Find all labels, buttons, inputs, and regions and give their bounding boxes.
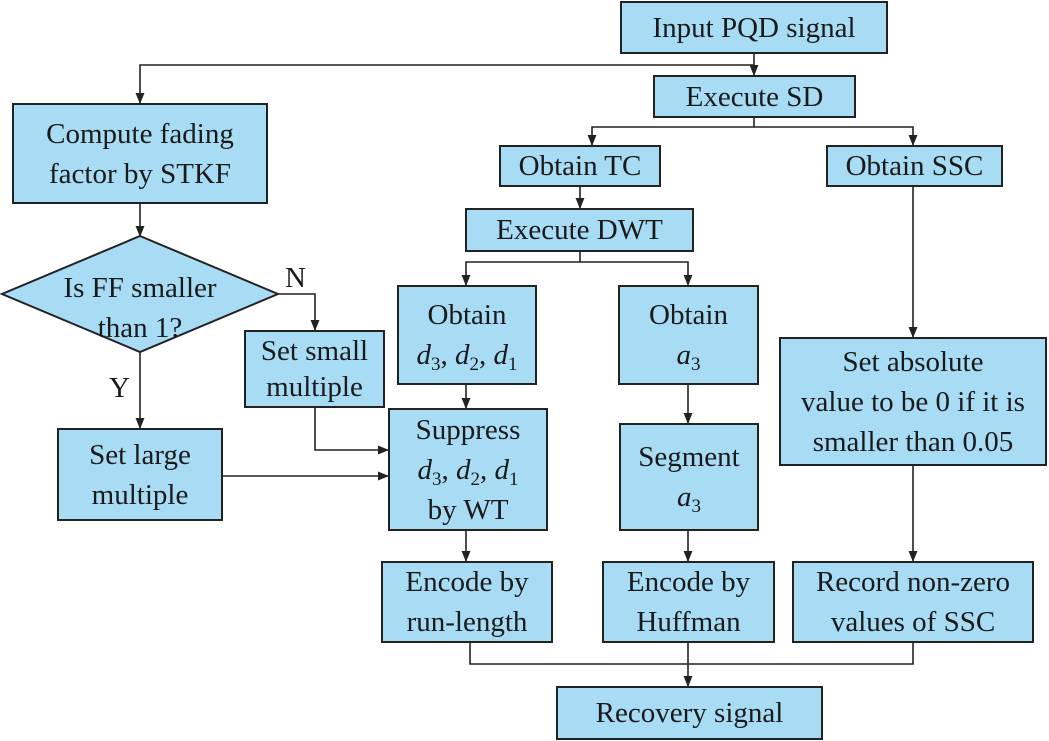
- encode-runlength-line-2: run-length: [406, 606, 528, 638]
- recovery-label: Recovery signal: [595, 697, 784, 729]
- edge-small-suppress: [314, 408, 390, 455]
- suppress-by: by WT: [427, 493, 509, 526]
- obtain-tc-box: Obtain TC: [499, 145, 661, 187]
- encode-huffman-line-2: Huffman: [636, 606, 741, 638]
- execute-sd-box: Execute SD: [653, 75, 856, 118]
- segment-word: Segment: [638, 441, 740, 473]
- obtain-tc-label: Obtain TC: [518, 150, 642, 182]
- set-small-line-1: Set small: [260, 335, 369, 367]
- encode-huffman-line-1: Encode by: [626, 566, 751, 598]
- obtain-d-word: Obtain: [427, 299, 507, 331]
- obtain-d-coeffs: d3, d2, d1: [416, 339, 518, 375]
- obtain-ssc-label: Obtain SSC: [845, 150, 984, 182]
- yes-label: Y: [109, 372, 130, 404]
- set-large-line-2: multiple: [91, 478, 189, 511]
- recovery-box: Recovery signal: [556, 686, 823, 740]
- record-line-1: Record non-zero: [815, 566, 1011, 598]
- set-absolute-line-2: value to be 0 if it is: [801, 385, 1025, 418]
- decision-diamond: [0, 234, 281, 354]
- segment-coeff: a3: [677, 481, 701, 517]
- set-absolute-box: Set absolute value to be 0 if it is smal…: [779, 337, 1047, 466]
- record-box: Record non-zero values of SSC: [792, 561, 1034, 643]
- edge-sd-split: [587, 118, 755, 147]
- set-small-box: Set small multiple: [244, 330, 385, 408]
- compute-fading-box: Compute fading factor by STKF: [12, 103, 268, 204]
- edge-decision-small: [278, 293, 320, 332]
- record-line-2: values of SSC: [830, 606, 996, 638]
- segment-box: Segment a3: [619, 423, 759, 531]
- edge-dwt-a: [580, 261, 693, 287]
- input-label: Input PQD signal: [652, 11, 856, 44]
- edge-sd-ssc: [754, 126, 918, 147]
- set-large-box: Set large multiple: [57, 428, 223, 521]
- no-label: N: [285, 262, 306, 294]
- obtain-a-word: Obtain: [649, 299, 728, 331]
- encode-huffman-box: Encode by Huffman: [602, 561, 775, 643]
- decision-text: Is FF smaller than 1?: [30, 268, 250, 348]
- edge-input-fading: [135, 64, 754, 105]
- suppress-coeffs: d3, d2, d1: [417, 453, 519, 490]
- obtain-a-coeff: a3: [676, 339, 701, 375]
- obtain-a-box: Obtain a3: [618, 285, 759, 385]
- decision-line-2: than 1?: [97, 312, 183, 344]
- execute-dwt-label: Execute DWT: [496, 214, 663, 246]
- edge-merge: [469, 643, 914, 665]
- suppress-word: Suppress: [415, 413, 521, 446]
- edge-dwt-d: [461, 252, 581, 287]
- obtain-ssc-box: Obtain SSC: [826, 145, 1003, 187]
- set-absolute-line-1: Set absolute: [842, 345, 984, 378]
- set-small-line-2: multiple: [266, 371, 363, 403]
- set-large-line-1: Set large: [89, 438, 191, 471]
- compute-fading-line-2: factor by STKF: [48, 157, 232, 190]
- compute-fading-line-1: Compute fading: [46, 117, 234, 150]
- input-box: Input PQD signal: [620, 1, 888, 54]
- obtain-d-box: Obtain d3, d2, d1: [397, 285, 537, 385]
- encode-runlength-line-1: Encode by: [405, 566, 529, 598]
- execute-dwt-box: Execute DWT: [465, 208, 694, 252]
- execute-sd-label: Execute SD: [685, 80, 824, 113]
- decision-line-1: Is FF smaller: [63, 272, 217, 304]
- encode-runlength-box: Encode by run-length: [381, 561, 553, 643]
- suppress-box: Suppress d3, d2, d1 by WT: [388, 408, 548, 531]
- set-absolute-line-3: smaller than 0.05: [812, 425, 1014, 458]
